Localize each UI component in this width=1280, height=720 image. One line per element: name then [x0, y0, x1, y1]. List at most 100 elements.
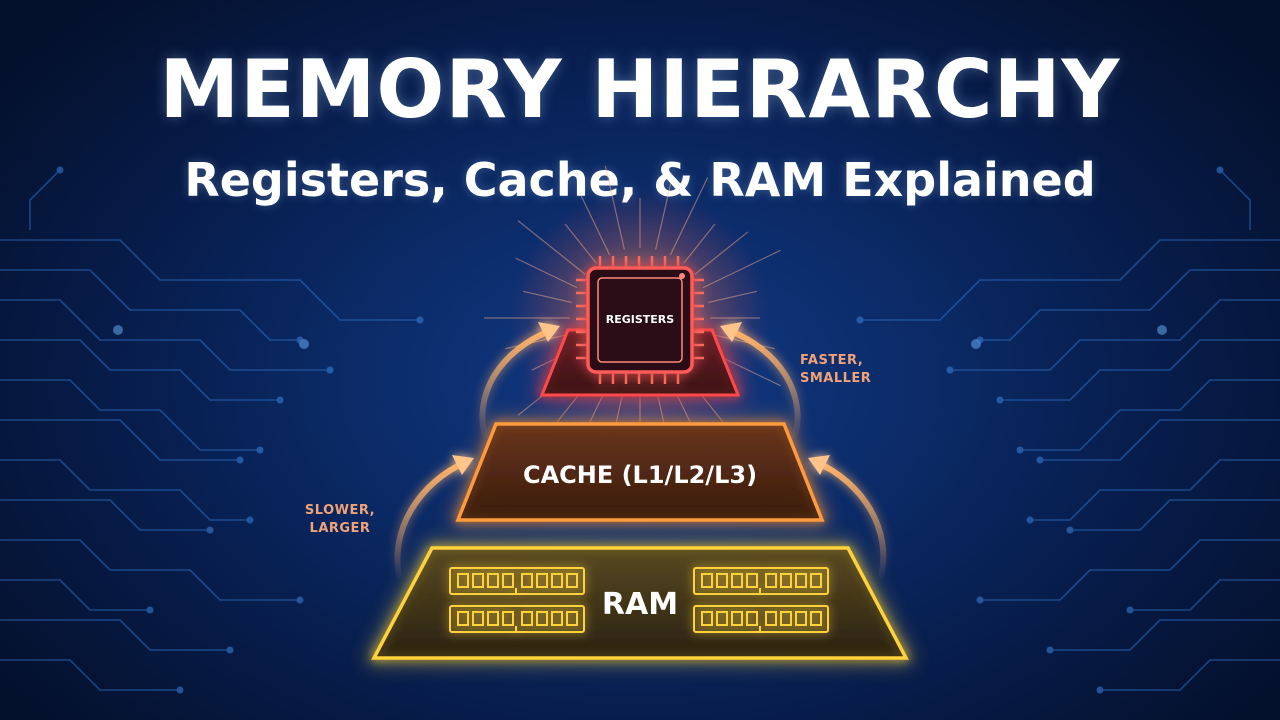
arrowhead-left-upper: [538, 322, 560, 342]
light-ray: [564, 223, 597, 264]
circuit-trace: [0, 499, 210, 531]
ram-chip: [457, 611, 469, 626]
circuit-trace: [1219, 169, 1251, 230]
circuit-node: [1026, 516, 1034, 524]
circuit-trace: [1040, 419, 1280, 461]
circuit-node: [996, 396, 1004, 404]
circuit-trace: [1000, 339, 1280, 401]
arrowhead-right-upper: [720, 322, 742, 342]
circuit-node: [226, 646, 234, 654]
ram-chip: [472, 573, 484, 588]
circuit-node: [256, 446, 264, 454]
circuit-node-glow: [1157, 325, 1167, 335]
ram-chip: [746, 573, 758, 588]
ram-chip: [457, 573, 469, 588]
curved-arrow-icon: [479, 327, 555, 443]
note-faster-line-2: SMALLER: [800, 371, 872, 386]
ram-chip: [746, 611, 758, 626]
circuit-node: [1096, 686, 1104, 694]
light-ray: [702, 249, 781, 289]
circuit-trace: [1020, 379, 1280, 451]
curved-arrow-icon: [725, 327, 801, 443]
circuit-node: [276, 396, 284, 404]
ram-chip: [551, 573, 563, 588]
arrows: [394, 322, 887, 583]
ram-chip: [701, 573, 713, 588]
light-ray: [604, 165, 626, 250]
cache-label: CACHE (L1/L2/L3): [523, 461, 757, 489]
cpu-chip-icon: REGISTERS: [576, 256, 704, 384]
ram-module-icon: [449, 605, 585, 633]
circuit-trace: [980, 539, 1280, 601]
ram-chip: [765, 573, 777, 588]
circuit-trace: [860, 239, 1280, 321]
light-ray: [654, 183, 672, 250]
ram-chip: [566, 611, 578, 626]
ram-chip: [502, 611, 514, 626]
circuit-trace: [0, 339, 280, 401]
circuit-node: [146, 606, 154, 614]
ram-chip: [795, 611, 807, 626]
light-ray: [517, 220, 586, 275]
ram-chip: [472, 611, 484, 626]
circuit-trace: [1100, 659, 1280, 691]
circuit-trace: [29, 169, 61, 230]
circuit-traces-right: [856, 166, 1280, 694]
circuit-node: [946, 366, 954, 374]
circuit-trace: [0, 239, 420, 321]
circuit-node-glow: [113, 325, 123, 335]
circuit-node: [246, 516, 254, 524]
circuit-trace: [0, 539, 300, 601]
ram-chip: [780, 611, 792, 626]
circuit-trace: [1030, 459, 1280, 521]
circuit-node: [1126, 606, 1134, 614]
circuit-node: [206, 526, 214, 534]
light-ray: [522, 290, 572, 304]
ram-chip: [716, 573, 728, 588]
circuit-node: [976, 336, 984, 344]
ram-label: RAM: [602, 587, 678, 622]
ram-chip: [716, 611, 728, 626]
circuit-trace: [0, 579, 150, 611]
ram-chip: [521, 573, 533, 588]
ram-chip: [536, 573, 548, 588]
circuit-node-glow: [299, 339, 309, 349]
faster-smaller-note: FASTER, SMALLER: [800, 352, 900, 388]
note-slower-line-2: LARGER: [309, 521, 371, 536]
ram-chip: [487, 573, 499, 588]
ram-chip: [502, 573, 514, 588]
slower-larger-note: SLOWER, LARGER: [290, 502, 390, 538]
main-title: MEMORY HIERARCHY: [159, 43, 1121, 136]
ram-chip: [551, 611, 563, 626]
circuit-trace: [0, 269, 300, 341]
light-ray: [683, 223, 716, 264]
ram-chip: [521, 611, 533, 626]
circuit-traces-left: [0, 166, 1167, 694]
circuit-trace: [1070, 499, 1280, 531]
note-faster-line-1: FASTER,: [800, 353, 864, 368]
ram-chip: [765, 611, 777, 626]
circuit-node: [1216, 166, 1224, 174]
ram-module-icon: [693, 567, 829, 595]
arrowhead-right-lower: [808, 455, 830, 475]
circuit-trace: [0, 659, 180, 691]
ram-tier: RAM: [365, 543, 915, 663]
cache-tier: CACHE (L1/L2/L3): [450, 419, 830, 525]
circuit-trace: [0, 379, 260, 451]
ram-chip: [566, 573, 578, 588]
ram-chip: [536, 611, 548, 626]
circuit-node: [56, 166, 64, 174]
ram-chip: [487, 611, 499, 626]
ram-chip: [780, 573, 792, 588]
circuit-trace: [0, 459, 250, 521]
ram-module-icon: [449, 567, 585, 595]
ram-chip: [810, 611, 822, 626]
chip-die: [597, 277, 683, 363]
circuit-trace: [0, 619, 230, 651]
registers-label: REGISTERS: [606, 313, 675, 326]
light-ray: [694, 231, 749, 275]
ram-chip: [731, 611, 743, 626]
arrowhead-left-lower: [452, 455, 474, 475]
